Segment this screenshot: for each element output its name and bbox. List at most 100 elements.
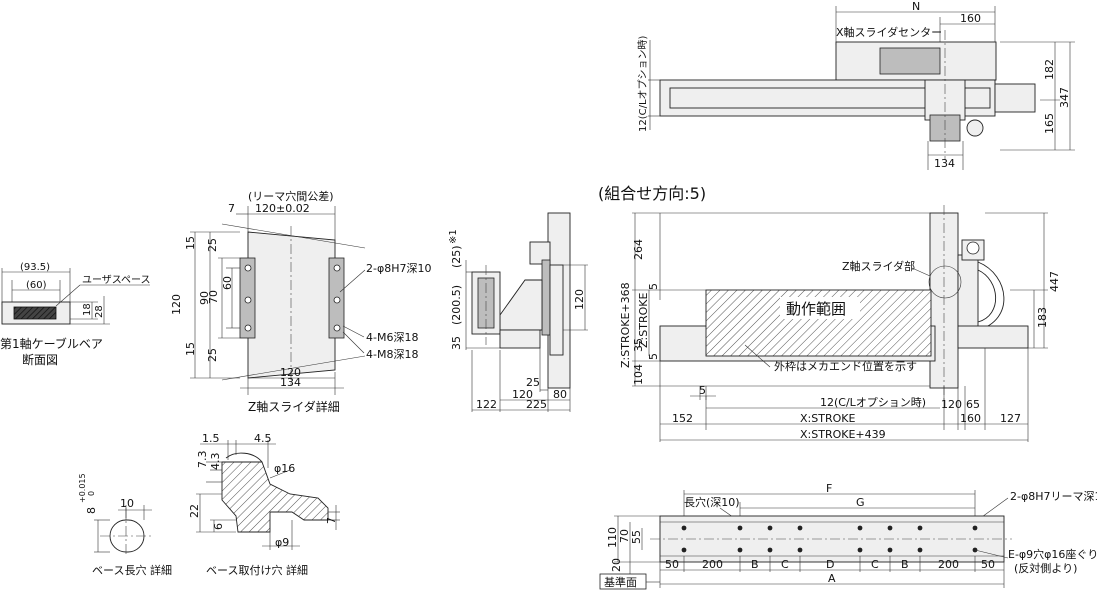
base-dim-b3: C — [781, 558, 789, 571]
slot-tol-zero: 0 — [87, 491, 96, 496]
cable-title-1: 第1軸ケーブルベア — [0, 336, 103, 351]
base-dim-b8: 50 — [981, 558, 995, 571]
base-datum: 基準面 — [604, 575, 637, 589]
mount-dim-45: 4.5 — [254, 432, 272, 445]
z-dim-120-tol: 120±0.02 — [255, 202, 310, 215]
base-slot-detail: 10 8 +0.015 0 ベース長穴 詳細 — [78, 473, 172, 577]
base-mount-detail: 1.5 4.5 7.3 4.3 φ16 22 6 7 φ9 ベース取付け穴 詳細 — [188, 432, 340, 577]
front-z-stroke: Z:STROKE — [637, 293, 650, 348]
top-dim-182: 182 — [1043, 59, 1056, 80]
cable-user-space: ユーザスペース — [82, 274, 151, 286]
slot-title: ベース長穴 詳細 — [92, 563, 172, 577]
top-view: N 160 X軸スライダセンター 12(C/Lオプション時) 182 347 1… — [637, 0, 1075, 170]
z-dim-25a: 25 — [206, 238, 219, 252]
side-note: ※1 — [448, 229, 459, 244]
side-dim-80: 80 — [553, 388, 567, 401]
front-x-stroke-439: X:STROKE+439 — [800, 428, 886, 441]
front-combo-title: (組合せ方向:5) — [598, 184, 706, 203]
front-dim-120: 120 — [941, 398, 962, 411]
side-dim-120v: 120 — [573, 289, 586, 310]
mount-dim-phi9: φ9 — [275, 536, 289, 549]
top-dim-160: 160 — [960, 12, 981, 25]
front-dim-152: 152 — [672, 412, 693, 425]
front-dim-35: 35 — [632, 338, 645, 352]
z-dim-60: 60 — [221, 276, 234, 290]
top-dim-347: 347 — [1058, 87, 1071, 108]
base-h7-note: 2-φ8H7リーマ深10 — [1010, 490, 1097, 503]
mount-title: ベース取付け穴 詳細 — [206, 563, 308, 577]
base-holes — [681, 525, 978, 553]
front-mech-end: 外枠はメカエンド位置を示す — [774, 359, 917, 373]
front-dim-65: 65 — [966, 398, 980, 411]
side-dim-2005: (200.5) — [450, 285, 463, 325]
base-dim-A: A — [828, 572, 836, 585]
front-z-stroke-368: Z:STROKE+368 — [619, 282, 632, 368]
z-dim-15b: 15 — [184, 342, 197, 356]
mount-dim-7: 7 — [325, 517, 338, 524]
base-dim-b1: 200 — [702, 558, 723, 571]
front-cl-option: 12(C/Lオプション時) — [820, 396, 926, 409]
z-dim-70: 70 — [207, 290, 220, 304]
front-view: (組合せ方向:5) 動作範囲 Z:STROKE+368 264 Z:STROKE… — [598, 184, 1061, 442]
base-dim-b7: 200 — [938, 558, 959, 571]
base-dim-55: 55 — [630, 530, 643, 544]
z-dim-25b: 25 — [206, 348, 219, 362]
side-dim-225: 225 — [526, 398, 547, 411]
base-dim-20: 20 — [610, 558, 623, 572]
front-dim-104: 104 — [632, 364, 645, 385]
base-dim-G: G — [856, 496, 865, 509]
side-dim-35: 35 — [450, 336, 463, 350]
top-dim-N: N — [912, 0, 920, 13]
cable-bear-section: (93.5) (60) ユーザスペース 18 28 第1軸ケーブルベア 断面図 — [0, 262, 151, 367]
z-slider-title: Z軸スライダ詳細 — [248, 399, 340, 414]
base-view: F G 長穴(深10) 2-φ8H7リーマ深10 — [599, 482, 1097, 590]
top-cl-option: 12(C/Lオプション時) — [637, 35, 649, 132]
mount-dim-73: 7.3 — [196, 451, 209, 469]
mount-dim-6: 6 — [212, 523, 225, 530]
mount-dim-phi16: φ16 — [274, 462, 295, 475]
z-slider-detail: (リーマ穴間公差) 120±0.02 7 15 25 90 1 — [170, 189, 432, 414]
z-dim-120h: 120 — [280, 366, 301, 379]
z-dim-90: 90 — [198, 291, 211, 305]
base-e-note: E-φ9穴φ16座ぐり — [1008, 547, 1097, 561]
side-dim-122: 122 — [476, 398, 497, 411]
z-note-m6: 4-M6深18 — [366, 331, 418, 344]
z-dim-134: 134 — [280, 376, 301, 389]
base-dim-110: 110 — [606, 527, 619, 548]
base-dim-b5: C — [871, 558, 879, 571]
base-dim-b4: D — [826, 558, 834, 571]
cable-dim-28: 28 — [94, 305, 105, 318]
front-range: 動作範囲 — [786, 300, 846, 318]
slot-dim-10: 10 — [120, 497, 134, 510]
mount-dim-43: 4.3 — [209, 453, 222, 471]
front-dim-183: 183 — [1036, 307, 1049, 328]
front-dim-5c: 5 — [699, 384, 706, 397]
slot-tol-plus: +0.015 — [78, 473, 87, 503]
z-note-m8: 4-M8深18 — [366, 348, 418, 361]
base-dim-b2: B — [751, 558, 759, 571]
mount-dim-15: 1.5 — [202, 432, 220, 445]
front-x-stroke: X:STROKE — [800, 412, 855, 425]
front-dim-447: 447 — [1048, 271, 1061, 292]
front-dim-5b: 5 — [647, 353, 660, 360]
front-dim-127: 127 — [1000, 412, 1021, 425]
base-dim-70: 70 — [618, 529, 631, 543]
z-note-h7: 2-φ8H7深10 — [366, 262, 432, 275]
base-dim-F: F — [826, 482, 832, 495]
base-dim-b6: B — [901, 558, 909, 571]
cable-dim-outer: (93.5) — [20, 262, 50, 273]
front-dim-264: 264 — [632, 239, 645, 260]
front-z-slider-part: Z軸スライダ部 — [842, 259, 915, 273]
z-reamer-tol: (リーマ穴間公差) — [248, 189, 334, 203]
top-dim-165: 165 — [1043, 113, 1056, 134]
slot-dim-8: 8 — [85, 507, 98, 514]
cable-dim-inner: (60) — [26, 280, 47, 291]
z-dim-120v: 120 — [170, 294, 183, 315]
base-e-note2: (反対側より) — [1014, 561, 1077, 575]
front-dim-5a: 5 — [647, 283, 660, 290]
base-slot-note: 長穴(深10) — [684, 495, 740, 509]
base-dim-b0: 50 — [665, 558, 679, 571]
z-dim-15a: 15 — [184, 236, 197, 250]
top-dim-134: 134 — [934, 157, 955, 170]
